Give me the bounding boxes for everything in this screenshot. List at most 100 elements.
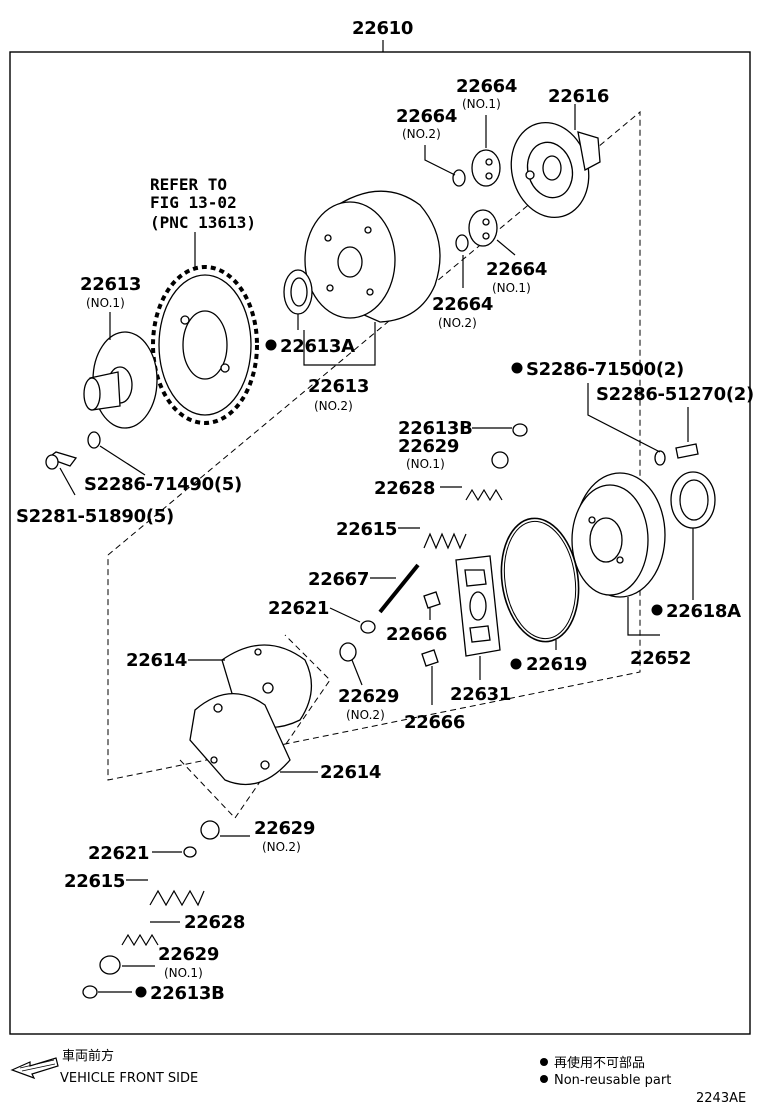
refer-line1: REFER TO bbox=[150, 175, 227, 194]
figure-code: 2243AE bbox=[696, 1091, 746, 1106]
legend-nonreuse-jp: 再使用不可部品 bbox=[554, 1055, 645, 1071]
sublabel-22629-no1-top: (NO.1) bbox=[406, 457, 445, 471]
refer-line2: FIG 13-02 bbox=[150, 193, 237, 212]
washer-22621-bot bbox=[183, 846, 197, 858]
o-ring-22619 bbox=[500, 517, 580, 643]
ball-seat-22629-no2-bot bbox=[200, 820, 220, 840]
label-s2286-71500: S2286-71500(2) bbox=[526, 359, 684, 380]
leader-22621-top bbox=[329, 607, 361, 623]
label-22613-no2: 22613 bbox=[308, 376, 369, 397]
pulley-22652 bbox=[571, 472, 666, 598]
assembly-frame bbox=[9, 51, 751, 1035]
leader-22613-no2 bbox=[303, 322, 376, 366]
assembly-number: 22610 bbox=[352, 18, 413, 39]
bushing-22664-no2-top bbox=[452, 169, 466, 187]
leader-22664-no2-top bbox=[424, 145, 456, 176]
leader-s71490 bbox=[99, 445, 146, 476]
label-22666-bot: 22666 bbox=[404, 712, 465, 733]
label-22629-no1-top: 22629 bbox=[398, 436, 459, 457]
label-22664-no2-top: 22664 bbox=[396, 106, 457, 127]
label-22628-bot: 22628 bbox=[184, 912, 245, 933]
label-22631: 22631 bbox=[450, 684, 511, 705]
spring-22615-bot bbox=[149, 889, 205, 907]
leader-22664-no1-mid bbox=[496, 239, 516, 256]
nonreusable-dot-22613B-bot bbox=[135, 986, 147, 998]
plug-22613B-top bbox=[512, 423, 528, 437]
label-22664-no2-mid: 22664 bbox=[432, 294, 493, 315]
label-22613A: 22613A bbox=[280, 336, 355, 357]
plug-22613B-bot bbox=[82, 985, 98, 999]
label-22619: 22619 bbox=[526, 654, 587, 675]
sublabel-22613-no2: (NO.2) bbox=[314, 399, 353, 413]
spring-22628-top bbox=[465, 488, 503, 502]
nonreusable-dot-22613A bbox=[265, 339, 277, 351]
shaft-22667 bbox=[378, 563, 420, 614]
bushing-22664-no1-top bbox=[471, 149, 501, 187]
nonreusable-dot-22619 bbox=[510, 658, 522, 670]
label-22614-bot: 22614 bbox=[320, 762, 381, 783]
coupling-22614-bot bbox=[189, 693, 291, 786]
ball-seat-22629-no1-bot bbox=[99, 955, 121, 975]
label-22628-top: 22628 bbox=[374, 478, 435, 499]
label-22629-no2-bot: 22629 bbox=[254, 818, 315, 839]
label-22613B-top: 22613B bbox=[398, 418, 473, 439]
refer-line3: (PNC 13613) bbox=[150, 213, 256, 232]
label-s2281-51890: S2281-51890(5) bbox=[16, 506, 174, 527]
legend-dot-jp bbox=[540, 1058, 548, 1066]
label-22615-top: 22615 bbox=[336, 519, 397, 540]
flange-22613-no1 bbox=[83, 331, 158, 429]
ball-seat-22629-no2-mid bbox=[339, 642, 357, 662]
leader-22652 bbox=[627, 597, 660, 636]
label-22666-top: 22666 bbox=[386, 624, 447, 645]
label-22621-top: 22621 bbox=[268, 598, 329, 619]
label-22613B-bot: 22613B bbox=[150, 983, 225, 1004]
label-22629-no2-mid: 22629 bbox=[338, 686, 399, 707]
vehicle-front-arrow-icon bbox=[10, 1057, 59, 1080]
bushing-22664-no2-mid bbox=[455, 234, 469, 252]
seal-22618A bbox=[670, 471, 716, 529]
legend-nonreuse-en: Non-reusable part bbox=[554, 1073, 671, 1088]
pump-body-22613-no2 bbox=[304, 190, 441, 323]
label-22621-bot: 22621 bbox=[88, 843, 149, 864]
seal-22613A bbox=[283, 269, 313, 315]
label-22664-no1-mid: 22664 bbox=[486, 259, 547, 280]
sublabel-22629-no2-bot: (NO.2) bbox=[262, 840, 301, 854]
cover-plate-22616 bbox=[510, 121, 601, 219]
legend-dot-en bbox=[540, 1075, 548, 1083]
plug-22666-bot bbox=[421, 649, 439, 667]
bushing-22664-no1-mid bbox=[468, 209, 498, 247]
sublabel-22629-no2-mid: (NO.2) bbox=[346, 708, 385, 722]
plate-22631 bbox=[455, 555, 501, 657]
label-22616: 22616 bbox=[548, 86, 609, 107]
legend-front-jp: 車両前方 bbox=[62, 1048, 114, 1064]
ball-seat-22629-no1-top bbox=[491, 451, 509, 469]
label-s2286-51270: S2286-51270(2) bbox=[596, 384, 754, 405]
label-22618A: 22618A bbox=[666, 601, 741, 622]
bolt-s2286-51270 bbox=[675, 443, 699, 459]
bolt-s2281-51890 bbox=[45, 451, 78, 470]
sublabel-22664-no2-mid: (NO.2) bbox=[438, 316, 477, 330]
spring-22615-top bbox=[423, 532, 467, 550]
drive-gear-13613 bbox=[151, 265, 259, 425]
sublabel-22664-no1-top: (NO.1) bbox=[462, 97, 501, 111]
leader-s71500 bbox=[587, 383, 661, 453]
spring-22628-bot bbox=[121, 933, 159, 947]
nonreusable-dot-22618A bbox=[651, 604, 663, 616]
sublabel-22629-no1-bot: (NO.1) bbox=[164, 966, 203, 980]
label-22613-no1: 22613 bbox=[80, 274, 141, 295]
washer-s2286-71500 bbox=[654, 450, 666, 466]
leader-s51890 bbox=[59, 467, 76, 496]
plug-22666-top bbox=[423, 591, 441, 609]
label-22615-bot: 22615 bbox=[64, 871, 125, 892]
leader-22629-no2-mid bbox=[351, 659, 363, 686]
label-22629-no1-bot: 22629 bbox=[158, 944, 219, 965]
label-22652: 22652 bbox=[630, 648, 691, 669]
washer-22621-top bbox=[360, 620, 376, 634]
label-22614-top: 22614 bbox=[126, 650, 187, 671]
sublabel-22664-no2-top: (NO.2) bbox=[402, 127, 441, 141]
washer-s2286-71490 bbox=[87, 431, 101, 449]
sublabel-22664-no1-mid: (NO.1) bbox=[492, 281, 531, 295]
label-22664-no1-top: 22664 bbox=[456, 76, 517, 97]
